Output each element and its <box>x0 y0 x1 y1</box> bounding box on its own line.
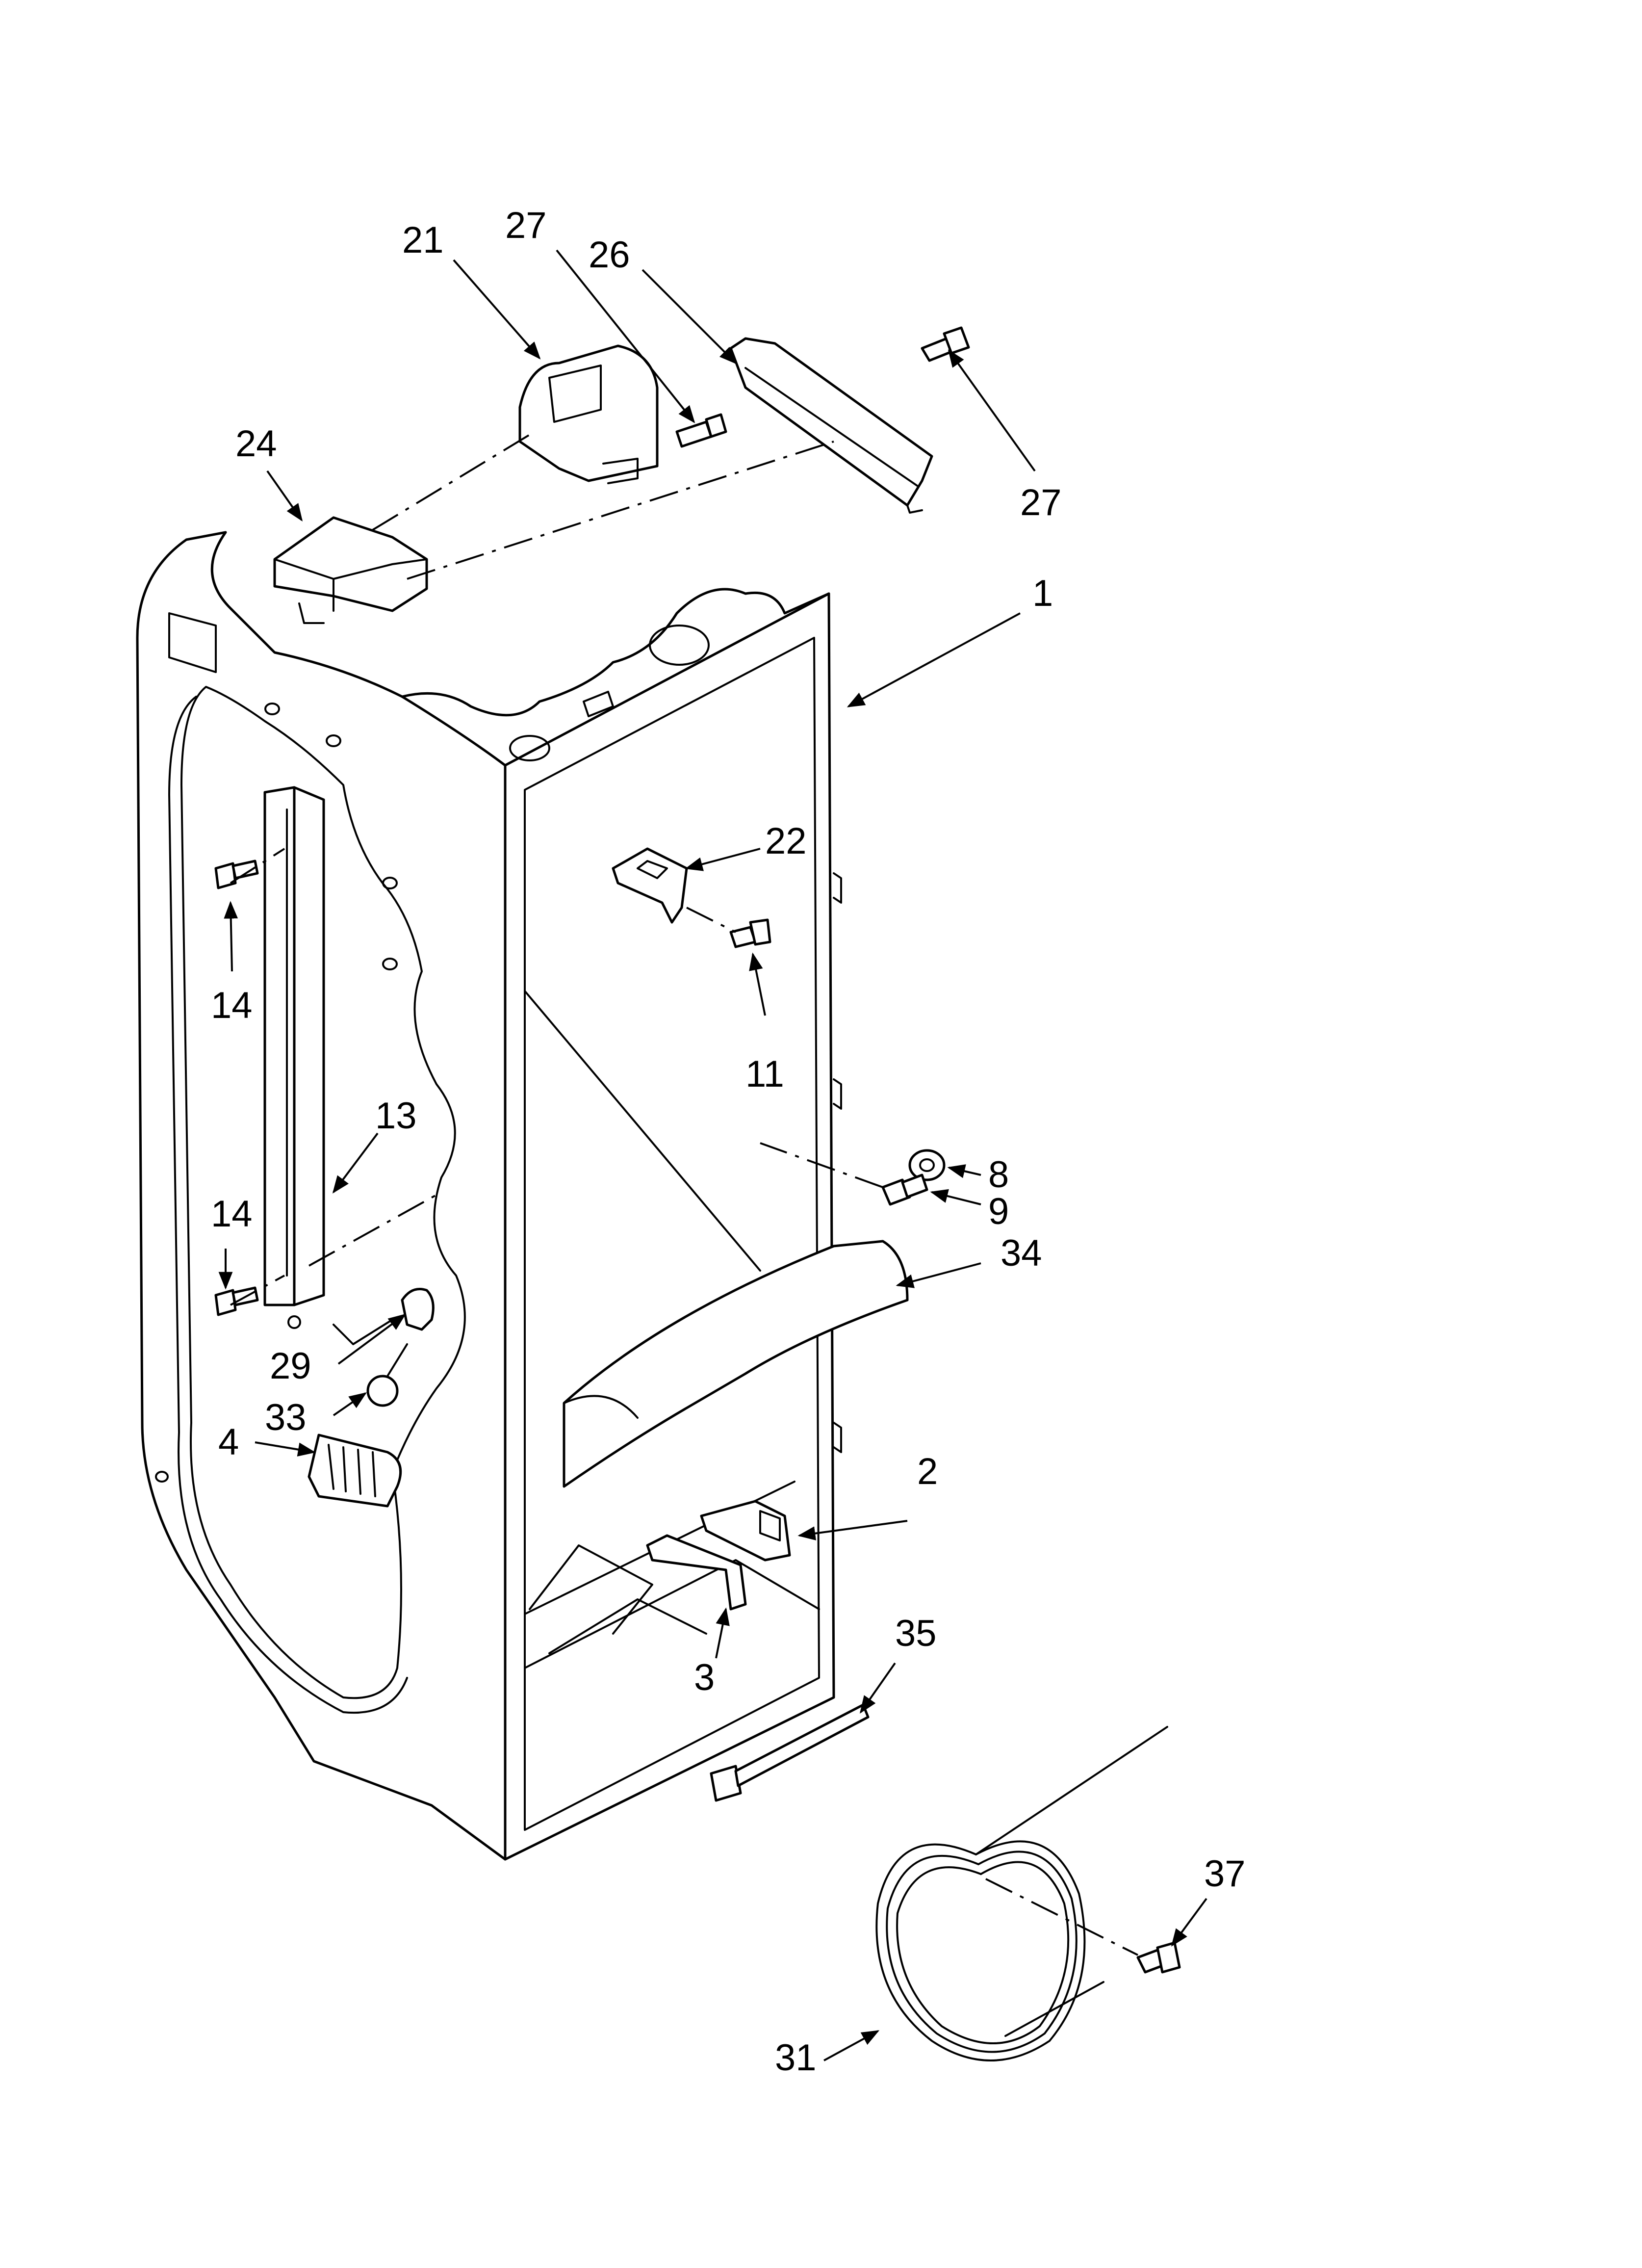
callout-27a: 27 <box>505 205 547 246</box>
shelf-ladder-rail <box>263 786 325 1306</box>
callout-2: 2 <box>917 1451 938 1492</box>
callout-37: 37 <box>1204 1853 1246 1895</box>
bracket-2 <box>700 1500 791 1562</box>
callout-21: 21 <box>402 219 444 261</box>
callout-1: 1 <box>1032 573 1053 614</box>
callout-4: 4 <box>218 1421 239 1463</box>
trim-strip <box>729 337 933 514</box>
callout-13: 13 <box>375 1095 417 1137</box>
cable-tie-35 <box>710 1703 870 1802</box>
leader-arrows <box>218 249 1207 2061</box>
light-bulb-33 <box>366 1343 408 1407</box>
callout-3: 3 <box>694 1657 715 1698</box>
callout-33: 33 <box>265 1397 307 1438</box>
callout-11: 11 <box>745 1053 784 1095</box>
callout-26: 26 <box>589 234 630 276</box>
assembly-lines <box>230 431 1138 1956</box>
callout-14a: 14 <box>211 985 253 1026</box>
light-shield-4 <box>308 1434 402 1508</box>
light-housing <box>518 344 659 484</box>
screw-27-right <box>921 326 970 362</box>
callout-27b: 27 <box>1020 482 1062 523</box>
callout-labels: 1 2 3 4 8 9 11 13 14 14 21 22 24 26 27 2… <box>211 205 1246 2079</box>
bracket-22 <box>612 847 688 924</box>
control-housing <box>273 516 428 624</box>
screw-37 <box>1136 1941 1181 1974</box>
callout-29: 29 <box>270 1345 311 1387</box>
washer-8 <box>908 1149 946 1181</box>
screw-27-upper-left <box>675 413 727 448</box>
callout-8: 8 <box>988 1154 1009 1196</box>
screw-14-upper <box>214 860 259 889</box>
callout-34: 34 <box>1001 1232 1042 1274</box>
tubing-coil-31 <box>875 1726 1168 2061</box>
callout-35: 35 <box>895 1613 937 1654</box>
callout-14b: 14 <box>211 1193 253 1235</box>
callout-31: 31 <box>775 2037 817 2079</box>
callout-22: 22 <box>765 820 807 862</box>
screw-11 <box>729 918 771 948</box>
bolt-9 <box>881 1173 928 1206</box>
callout-24: 24 <box>235 423 277 465</box>
cover-support-34 <box>563 1240 909 1488</box>
callout-9: 9 <box>988 1191 1009 1232</box>
light-socket-29 <box>287 1288 435 1345</box>
bracket-3 <box>646 1534 747 1611</box>
